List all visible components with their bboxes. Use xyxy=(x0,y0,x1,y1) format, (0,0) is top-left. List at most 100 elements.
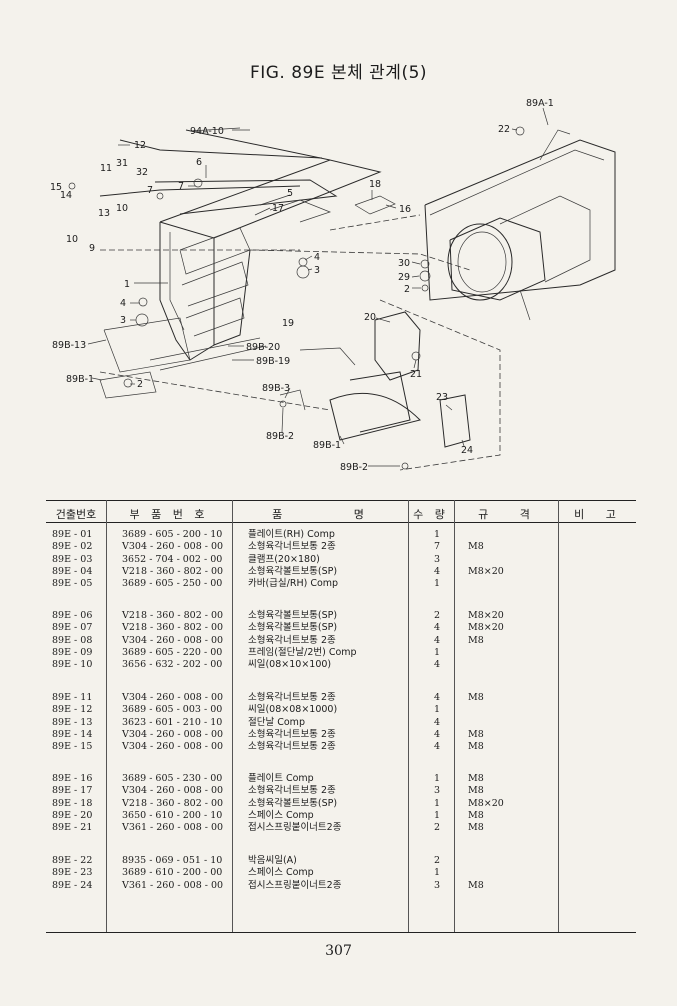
callout: 3 xyxy=(120,315,126,326)
exploded-view-diagram: 12 94A-10 6 11 31 32 15 14 7 7 13 10 10 … xyxy=(50,98,616,473)
callout: 3 xyxy=(314,265,320,276)
callout: 89B-1 xyxy=(313,440,341,451)
main-frame-drawing xyxy=(99,129,471,411)
part-name: 박음씨일(A) xyxy=(248,855,297,866)
part-number: 3623 - 601 - 210 - 10 xyxy=(122,716,223,728)
callout: 30 xyxy=(398,258,410,269)
callout: 22 xyxy=(498,124,510,135)
part-ref-number: 89E - 24 xyxy=(52,879,93,891)
part-number: 3689 - 605 - 200 - 10 xyxy=(122,529,223,540)
part-ref-number: 89E - 05 xyxy=(52,578,93,590)
callout: 32 xyxy=(136,167,148,178)
callout: 89B-19 xyxy=(256,356,290,367)
specification: M8 xyxy=(468,773,484,784)
quantity: 1 xyxy=(433,704,440,716)
part-ref-number: 89E - 10 xyxy=(52,659,93,671)
header-spec: 규 격 xyxy=(478,508,534,521)
part-name: 소형육각너트보통 2종 xyxy=(248,728,336,740)
header-qty: 수 량 xyxy=(413,508,449,521)
callout: 31 xyxy=(116,158,128,169)
part-ref-number: 89E - 06 xyxy=(52,610,93,621)
specification: M8 xyxy=(468,692,484,703)
part-number: 3656 - 632 - 202 - 00 xyxy=(122,659,223,671)
callout: 2 xyxy=(404,284,410,295)
part-ref-number: 89E - 09 xyxy=(52,646,93,658)
callout: 5 xyxy=(287,188,293,199)
specification: M8 xyxy=(468,541,484,553)
callout: 6 xyxy=(196,157,202,168)
part-ref-number: 89E - 08 xyxy=(52,634,93,646)
specification: M8 xyxy=(468,741,484,753)
callout: 89A-1 xyxy=(526,98,554,109)
specification: M8×20 xyxy=(468,797,504,809)
leader-lines xyxy=(87,107,549,467)
col-divider xyxy=(408,500,409,932)
part-ref-number: 89E - 22 xyxy=(52,855,93,866)
quantity: 2 xyxy=(433,855,440,866)
part-name: 씨일(08×08×1000) xyxy=(248,704,338,716)
part-name: 소형육각너트보통 2종 xyxy=(248,785,336,797)
table-row: 89E - 12 3689 - 605 - 003 - 00 씨일(08×08×10… xyxy=(46,703,636,716)
lower-brackets-drawing xyxy=(279,299,501,471)
quantity: 7 xyxy=(433,541,440,553)
quantity: 1 xyxy=(433,809,440,821)
part-number: 3689 - 605 - 220 - 00 xyxy=(122,646,223,658)
drum-assembly-drawing xyxy=(329,129,616,321)
callout: 16 xyxy=(399,204,411,215)
part-name: 소형육각너트보통 2종 xyxy=(248,692,336,703)
part-number: V304 - 260 - 008 - 00 xyxy=(122,634,224,646)
specification: M8 xyxy=(468,634,484,646)
part-number: V304 - 260 - 008 - 00 xyxy=(122,541,224,553)
callout: 4 xyxy=(120,298,126,309)
col-divider xyxy=(232,500,233,932)
callout: 1 xyxy=(124,279,130,290)
callout: 89B-1 xyxy=(66,374,94,385)
quantity: 1 xyxy=(433,797,440,809)
callout: 19 xyxy=(282,318,294,329)
part-name: 소형육각볼트보통(SP) xyxy=(248,565,338,577)
part-number: 3689 - 605 - 003 - 00 xyxy=(122,704,223,716)
col-divider xyxy=(558,500,559,932)
specification: M8×20 xyxy=(468,622,504,634)
part-number: 3689 - 605 - 230 - 00 xyxy=(122,773,223,784)
part-number: V218 - 360 - 802 - 00 xyxy=(122,797,224,809)
part-number: V304 - 260 - 008 - 00 xyxy=(122,692,224,703)
callout: 89B-13 xyxy=(52,340,86,351)
callout: 29 xyxy=(398,272,410,283)
part-name: 소형육각볼트보통(SP) xyxy=(248,797,338,809)
part-name: 소형육각너트보통 2종 xyxy=(248,541,336,553)
part-ref-number: 89E - 20 xyxy=(52,809,93,821)
callout-labels: 12 94A-10 6 11 31 32 15 14 7 7 13 10 10 … xyxy=(50,98,554,473)
part-ref-number: 89E - 13 xyxy=(52,716,93,728)
callout: 11 xyxy=(100,163,112,174)
part-ref-number: 89E - 18 xyxy=(52,797,93,809)
callout: 89B-2 xyxy=(266,431,294,442)
part-name: 소형육각볼트보통(SP) xyxy=(248,622,338,634)
part-number: V218 - 360 - 802 - 00 xyxy=(122,622,224,634)
quantity: 4 xyxy=(433,565,440,577)
quantity: 4 xyxy=(433,716,440,728)
quantity: 4 xyxy=(433,741,440,753)
callout: 4 xyxy=(314,252,320,263)
callout: 20 xyxy=(364,312,376,323)
quantity: 3 xyxy=(433,879,440,891)
part-ref-number: 89E - 01 xyxy=(52,529,93,540)
callout: 12 xyxy=(134,140,146,151)
callout: 13 xyxy=(98,208,110,219)
header-part: 부 품 번 호 xyxy=(129,508,209,521)
quantity: 2 xyxy=(433,610,440,621)
part-ref-number: 89E - 12 xyxy=(52,704,93,716)
specification: M8 xyxy=(468,809,484,821)
quantity: 3 xyxy=(433,553,440,565)
callout: 10 xyxy=(66,234,78,245)
